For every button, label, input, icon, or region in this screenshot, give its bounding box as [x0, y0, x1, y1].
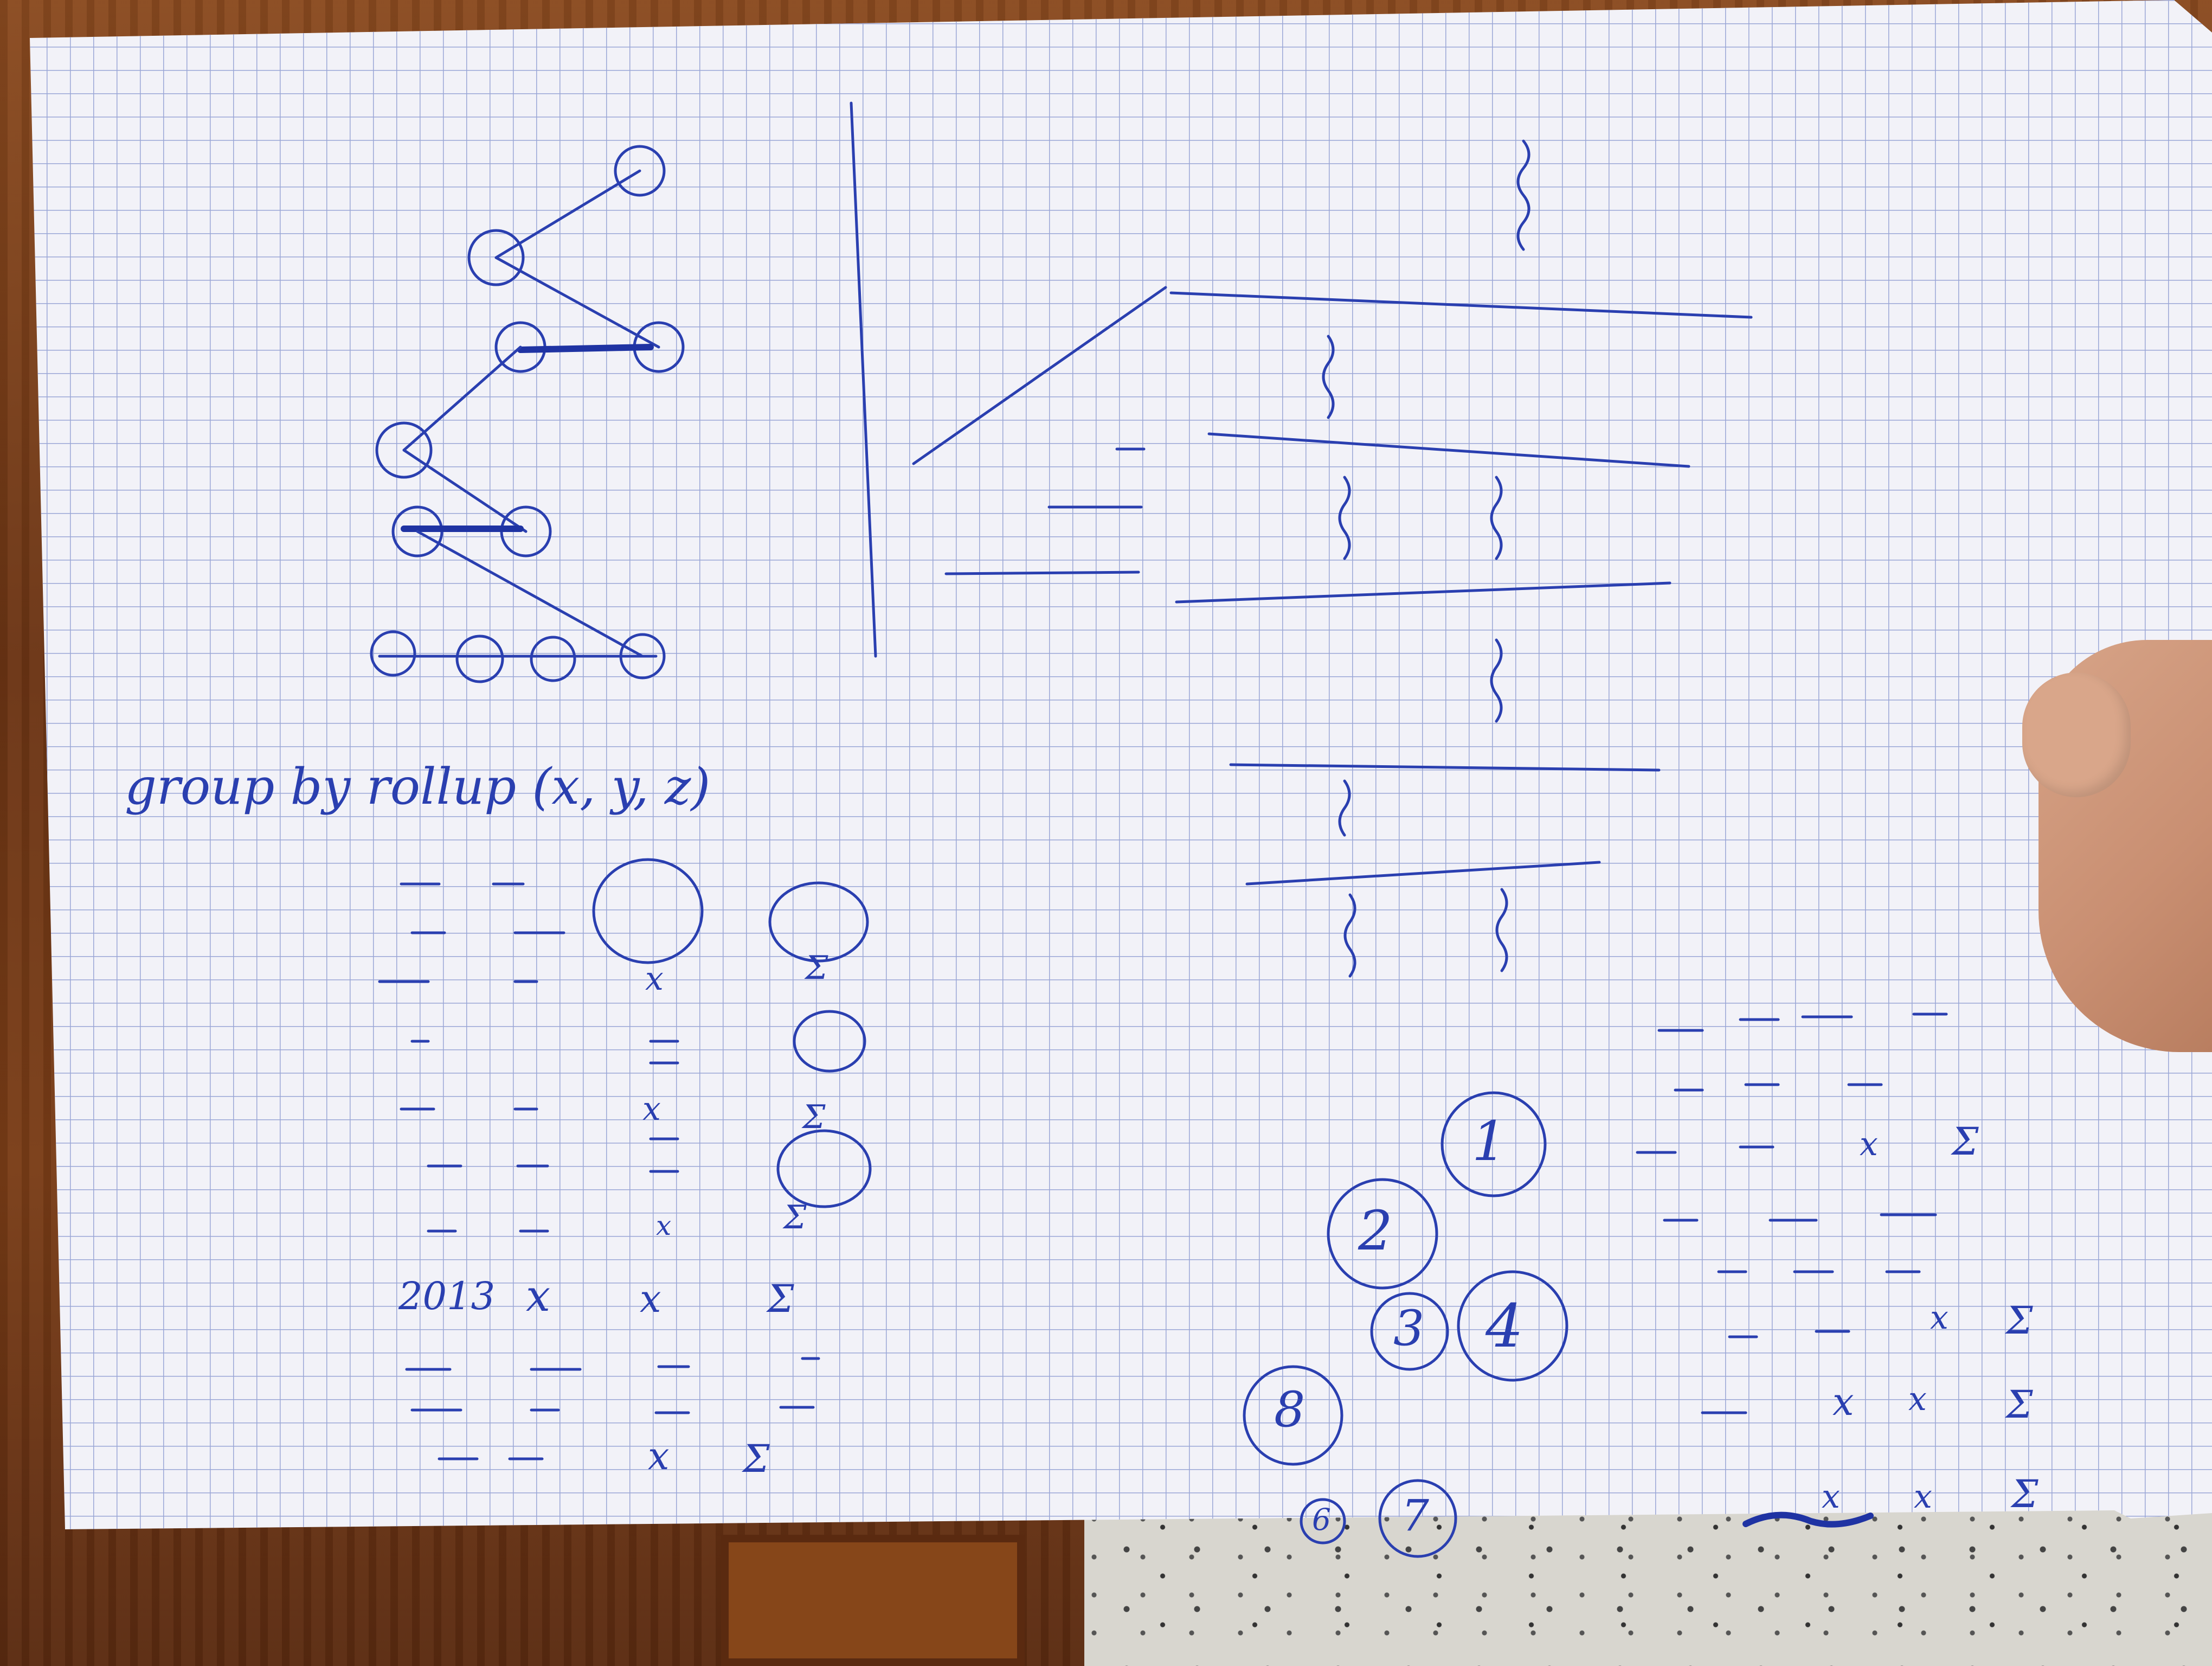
number-3: 3 — [1393, 1300, 1425, 1357]
right-table-sketch — [1636, 1013, 1948, 1528]
rollup-query-text: group by rollup (x, y, z) — [125, 758, 711, 816]
sum-symbol: Σ — [767, 1277, 794, 1321]
x-mark: x — [1822, 1478, 1840, 1516]
sum-symbol: Σ — [805, 949, 828, 987]
number-6: 6 — [1312, 1502, 1331, 1537]
sum-symbol: Σ — [2011, 1472, 2039, 1516]
x-mark: x — [1860, 1125, 1878, 1163]
sum-symbol: Σ — [2006, 1298, 2033, 1343]
x-mark: x — [648, 1434, 670, 1478]
number-2: 2 — [1358, 1199, 1393, 1263]
x-mark: x — [645, 960, 664, 998]
number-7: 7 — [1401, 1490, 1429, 1541]
circled-numbers — [1243, 1091, 1568, 1558]
sum-symbol: Σ — [2006, 1382, 2033, 1427]
x-mark: x — [642, 1090, 661, 1128]
x-mark: x — [1908, 1380, 1927, 1418]
bar-and-line-sketch — [850, 101, 1753, 978]
number-4: 4 — [1486, 1291, 1523, 1361]
sum-symbol: Σ — [783, 1199, 807, 1236]
x-mark: x — [1832, 1380, 1854, 1424]
x-mark: x — [640, 1277, 661, 1321]
x-mark: x — [1914, 1478, 1932, 1516]
number-1: 1 — [1472, 1110, 1507, 1173]
year-label: 2013 — [398, 1274, 496, 1318]
rollup-table-sketch — [378, 858, 872, 1460]
thumb — [2022, 672, 2131, 797]
x-mark: x — [656, 1210, 672, 1241]
sum-symbol: Σ — [802, 1098, 826, 1136]
x-mark: x — [1930, 1299, 1949, 1337]
sum-symbol: Σ — [1952, 1119, 1979, 1164]
number-8: 8 — [1274, 1381, 1306, 1438]
x-mark: x — [526, 1271, 551, 1321]
tree-diagram — [370, 145, 685, 683]
cabinet-door-panel — [721, 1535, 1025, 1666]
speckled-countertop — [1084, 1508, 2212, 1666]
sum-symbol: Σ — [743, 1437, 770, 1481]
